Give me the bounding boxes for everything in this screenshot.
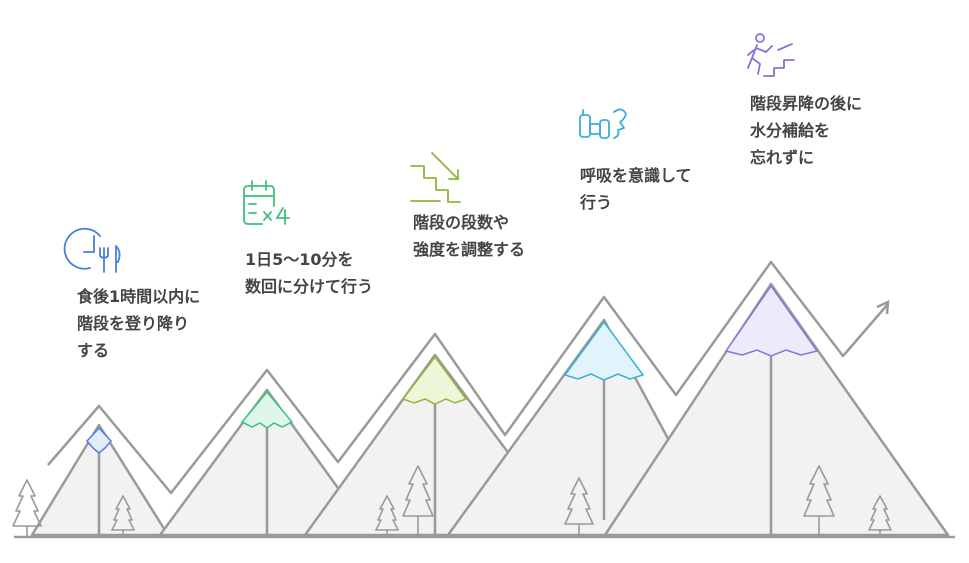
step-4-text: 呼吸を意識して 行う — [580, 162, 692, 216]
calendar-x4-icon — [243, 180, 290, 225]
step-5-line-2: 水分補給を — [750, 121, 831, 140]
tree-5 — [564, 477, 594, 536]
step-2-line-1: 1日5〜10分を — [245, 250, 354, 269]
journey-arrowhead — [876, 299, 890, 315]
tree-7 — [868, 495, 892, 536]
climbing-person-icon — [747, 33, 795, 77]
step-3-text: 階段の段数や 強度を調整する — [413, 209, 525, 263]
mountain-2 — [158, 388, 340, 537]
step-1-line-3: する — [77, 341, 110, 360]
clock-utensils-icon — [63, 227, 121, 273]
step-2-text: 1日5〜10分を 数回に分けて行う — [245, 246, 373, 300]
mountain-5 — [603, 282, 950, 537]
step-5-line-1: 階段昇降の後に — [750, 94, 863, 113]
step-4-line-1: 呼吸を意識して — [580, 166, 692, 185]
step-2-line-2: 数回に分けて行う — [245, 277, 374, 296]
step-5-text: 階段昇降の後に 水分補給を 忘れずに — [750, 90, 862, 171]
step-5-line-3: 忘れずに — [750, 148, 815, 167]
inhaler-breath-icon — [579, 108, 627, 139]
snowcap-4 — [563, 320, 645, 381]
step-4-line-2: 行う — [580, 193, 613, 212]
step-3-line-2: 強度を調整する — [413, 240, 526, 259]
step-1-text: 食後1時間以内に 階段を登り降り する — [77, 283, 200, 364]
snowcap-2 — [240, 390, 294, 429]
step-1-line-1: 食後1時間以内に — [77, 287, 201, 306]
step-3-line-1: 階段の段数や — [413, 213, 510, 232]
step-poles — [97, 356, 773, 537]
tree-6 — [803, 465, 835, 536]
step-1-line-2: 階段を登り降り — [77, 314, 190, 333]
trees — [12, 465, 892, 536]
tree-4 — [402, 465, 434, 536]
tree-1 — [12, 479, 42, 536]
tree-2 — [111, 495, 135, 536]
snowcap-5 — [724, 284, 819, 357]
tree-3 — [375, 495, 399, 536]
stairs-down-arrow-icon — [410, 152, 461, 203]
journey-line — [47, 260, 889, 495]
